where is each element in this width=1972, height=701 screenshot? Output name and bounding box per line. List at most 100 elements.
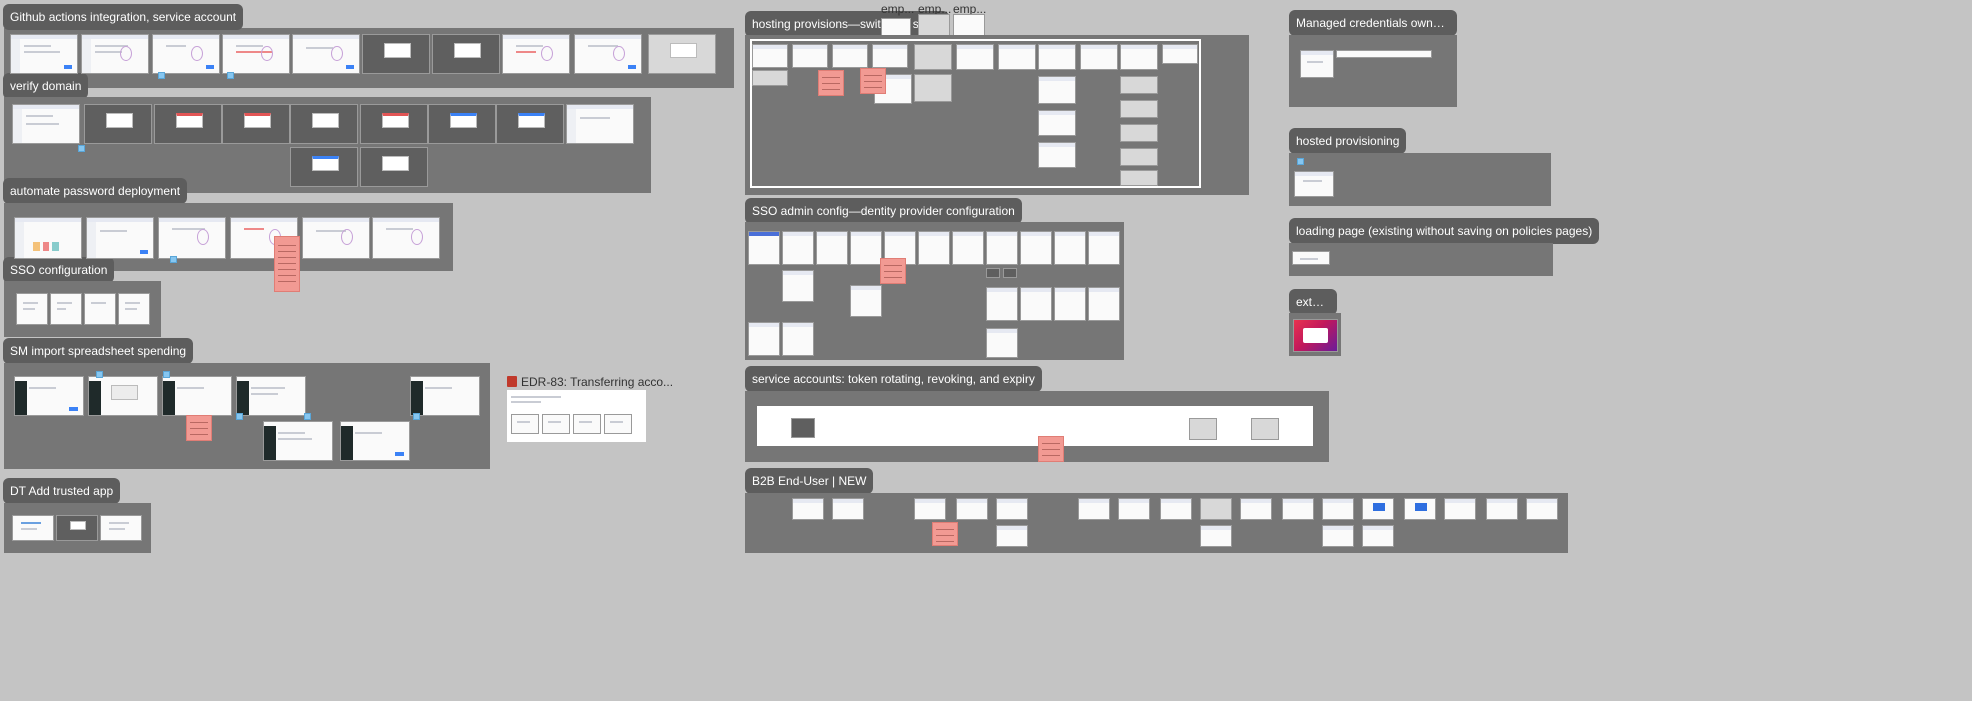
comment-marker[interactable] <box>170 256 177 263</box>
loading-page-thumb[interactable] <box>1292 251 1330 265</box>
hosting-thumb[interactable] <box>1120 100 1158 118</box>
sso-screen-thumb[interactable] <box>14 217 82 259</box>
floating-frame-thumb[interactable] <box>918 14 950 36</box>
trusted-app-thumb[interactable] <box>12 515 54 541</box>
sticky-note[interactable] <box>880 258 906 284</box>
sso-screen-thumb[interactable] <box>158 217 226 259</box>
sm-import-label[interactable]: SM import spreadsheet spending <box>3 338 194 364</box>
trusted-app-thumb[interactable] <box>100 515 142 541</box>
hosting-thumb[interactable] <box>1120 148 1158 166</box>
github-actions-label[interactable]: Github actions integration, service acco… <box>3 4 244 30</box>
sso-admin-thumb[interactable] <box>1088 287 1120 321</box>
comment-marker[interactable] <box>163 371 170 378</box>
hosting-thumb[interactable] <box>914 44 952 70</box>
b2b-thumb[interactable] <box>792 498 824 520</box>
sso-admin-thumb[interactable] <box>1003 268 1017 278</box>
b2b-thumb[interactable] <box>1200 498 1232 520</box>
github-screen-thumb[interactable] <box>10 34 78 74</box>
password-screen-thumb[interactable] <box>84 104 152 144</box>
sso-sub-thumb[interactable] <box>118 293 150 325</box>
password-screen-thumb[interactable] <box>222 104 290 144</box>
trusted-app-thumb[interactable] <box>56 515 98 541</box>
sso-screen-thumb[interactable] <box>372 217 440 259</box>
hosting-thumb[interactable] <box>872 44 908 68</box>
hosting-thumb[interactable] <box>1038 76 1076 104</box>
hosting-thumb[interactable] <box>1120 170 1158 186</box>
extension-thumb[interactable] <box>1293 319 1338 352</box>
sso-sub-thumb[interactable] <box>16 293 48 325</box>
sm-import-thumb[interactable] <box>14 376 84 416</box>
sso-admin-thumb[interactable] <box>850 285 882 317</box>
sso-admin-thumb[interactable] <box>1088 231 1120 265</box>
loading-page-label[interactable]: loading page (existing without saving on… <box>1289 218 1600 244</box>
sso-admin-thumb[interactable] <box>986 231 1018 265</box>
sticky-note[interactable] <box>274 236 300 292</box>
sso-admin-thumb[interactable] <box>986 287 1018 321</box>
b2b-thumb[interactable] <box>832 498 864 520</box>
sso-admin-thumb[interactable] <box>986 328 1018 358</box>
sso-sub-thumb[interactable] <box>50 293 82 325</box>
hosting-thumb[interactable] <box>956 44 994 70</box>
github-screen-thumb[interactable] <box>362 34 430 74</box>
comment-marker[interactable] <box>227 72 234 79</box>
github-screen-thumb[interactable] <box>152 34 220 74</box>
service-accounts-board[interactable] <box>757 406 1313 446</box>
sso-sub-thumb[interactable] <box>84 293 116 325</box>
github-screen-thumb[interactable] <box>222 34 290 74</box>
sso-admin-thumb[interactable] <box>782 270 814 302</box>
comment-marker[interactable] <box>1297 158 1304 165</box>
b2b-thumb[interactable] <box>1362 498 1394 520</box>
b2b-thumb[interactable] <box>1160 498 1192 520</box>
sso-admin-thumb[interactable] <box>748 231 780 265</box>
hosting-thumb[interactable] <box>832 44 868 68</box>
sticky-note[interactable] <box>932 522 958 546</box>
password-screen-thumb[interactable] <box>290 104 358 144</box>
sso-admin-thumb[interactable] <box>782 322 814 356</box>
b2b-thumb[interactable] <box>1200 525 1232 547</box>
floating-frame-thumb[interactable] <box>881 18 911 36</box>
password-screen-thumb[interactable] <box>360 104 428 144</box>
password-screen-thumb[interactable] <box>428 104 496 144</box>
password-screen-thumb[interactable] <box>12 104 80 144</box>
trusted-app-label[interactable]: DT Add trusted app <box>3 478 121 504</box>
floating-frame-title[interactable]: emp... <box>881 2 915 16</box>
b2b-thumb[interactable] <box>996 525 1028 547</box>
edr-83-title[interactable]: EDR-83: Transferring acco... <box>507 375 673 389</box>
b2b-thumb[interactable] <box>1118 498 1150 520</box>
password-screen-thumb[interactable] <box>566 104 634 144</box>
b2b-thumb[interactable] <box>996 498 1028 520</box>
sso-configuration-label[interactable]: SSO configuration <box>3 257 115 283</box>
extension-label[interactable]: extensi... <box>1289 289 1337 315</box>
b2b-end-user-label[interactable]: B2B End-User | NEW <box>745 468 874 494</box>
managed-credentials-thumb[interactable] <box>1300 50 1334 78</box>
sticky-note[interactable] <box>818 70 844 96</box>
comment-marker[interactable] <box>158 72 165 79</box>
sticky-note[interactable] <box>1038 436 1064 462</box>
hosting-provisions-label[interactable]: hosting provisions—switching setup <box>745 11 950 37</box>
b2b-thumb[interactable] <box>1526 498 1558 520</box>
github-screen-thumb[interactable] <box>502 34 570 74</box>
edr-slide-thumb[interactable] <box>573 414 601 434</box>
sm-import-thumb[interactable] <box>88 376 158 416</box>
password-screen-thumb[interactable] <box>154 104 222 144</box>
floating-frame-thumb[interactable] <box>953 14 985 36</box>
sm-import-thumb[interactable] <box>410 376 480 416</box>
sso-screen-thumb[interactable] <box>302 217 370 259</box>
password-screen-thumb[interactable] <box>290 147 358 187</box>
b2b-thumb[interactable] <box>1282 498 1314 520</box>
sso-admin-thumb[interactable] <box>782 231 814 265</box>
b2b-thumb[interactable] <box>1486 498 1518 520</box>
hosting-thumb[interactable] <box>1080 44 1118 70</box>
hosting-thumb[interactable] <box>1120 44 1158 70</box>
b2b-thumb[interactable] <box>1444 498 1476 520</box>
edr-slide-thumb[interactable] <box>511 414 539 434</box>
floating-frame-title[interactable]: emp... <box>953 2 987 16</box>
hosting-thumb[interactable] <box>998 44 1036 70</box>
hosting-thumb[interactable] <box>752 44 788 68</box>
hosted-provisioning-label[interactable]: hosted provisioning <box>1289 128 1407 154</box>
b2b-thumb[interactable] <box>1322 498 1354 520</box>
sm-import-thumb[interactable] <box>236 376 306 416</box>
sso-screen-thumb[interactable] <box>86 217 154 259</box>
hosting-thumb[interactable] <box>1038 142 1076 168</box>
service-account-thumb[interactable] <box>1189 418 1217 440</box>
